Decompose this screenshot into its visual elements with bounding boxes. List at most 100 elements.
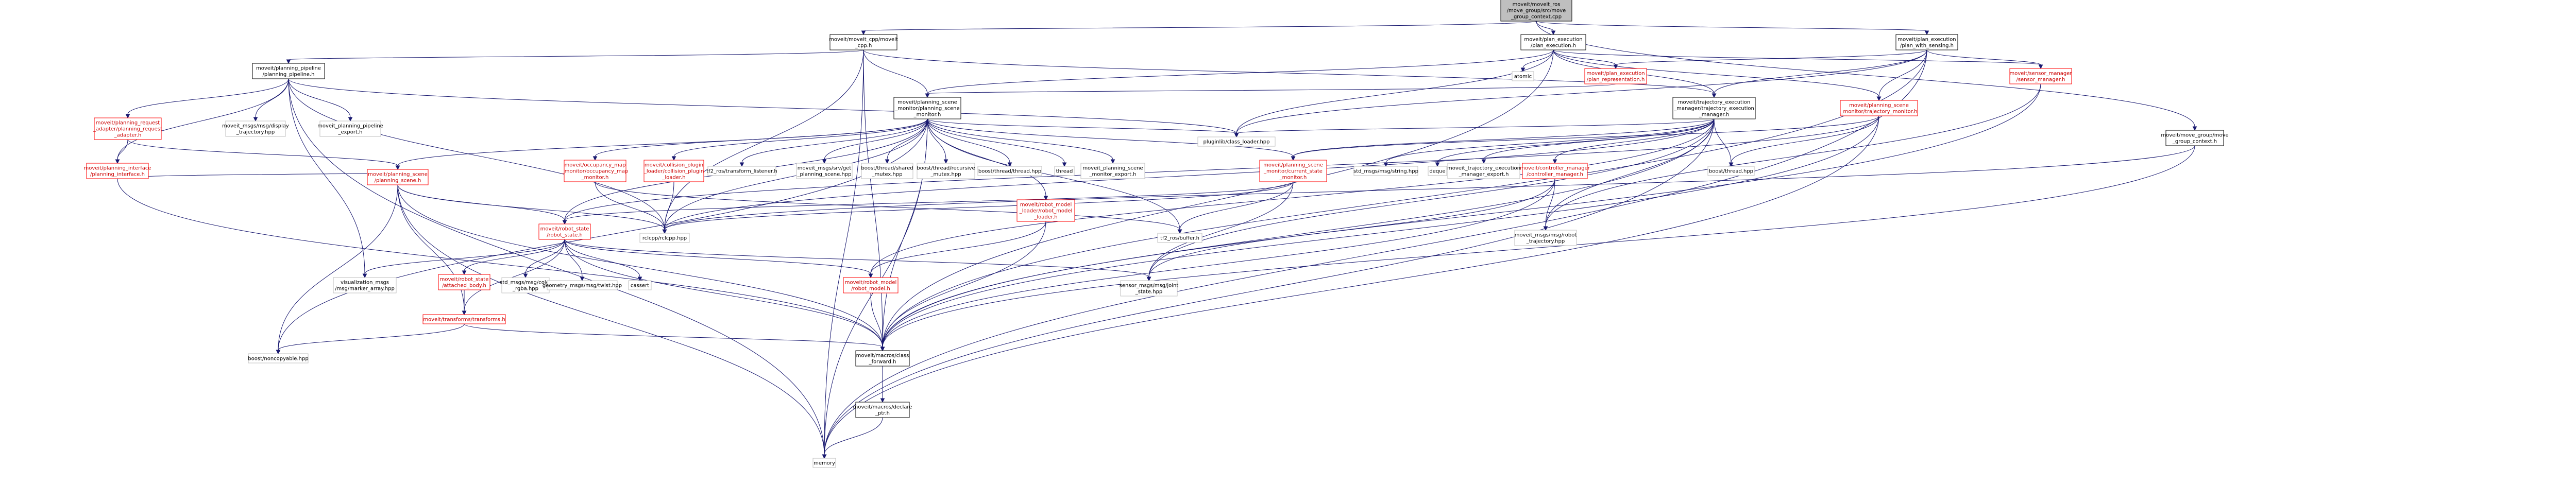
- node-deque[interactable]: deque: [1428, 166, 1447, 176]
- node-pplexp[interactable]: moveit_planning_pipeline_export.h: [317, 120, 383, 137]
- node-planexec[interactable]: moveit/plan_execution/plan_execution.h: [1520, 34, 1586, 50]
- node-label-line: /sensor_manager.h: [2016, 77, 2065, 83]
- edge-psm-to-bsmutex: [885, 118, 928, 164]
- edge-rs-to-sensjs: [564, 239, 1151, 282]
- node-thread[interactable]: thread: [1054, 166, 1075, 176]
- edge-rs-to-stdcolor: [523, 239, 565, 279]
- edge-csm-to-rs: [562, 181, 1294, 225]
- node-sensjs[interactable]: sensor_msgs/msg/joint_state.hpp: [1120, 280, 1179, 297]
- node-box: [1054, 166, 1075, 176]
- node-vis[interactable]: visualization_msgs/msg/marker_array.hpp: [333, 277, 397, 293]
- node-occmon[interactable]: moveit/occupancy_map_monitor/occupancy_m…: [562, 160, 628, 182]
- node-atomic[interactable]: atomic: [1512, 71, 1534, 81]
- node-pi[interactable]: moveit/planning_interface/planning_inter…: [84, 163, 151, 179]
- node-classfwd[interactable]: moveit/macros/class_forward.h: [855, 350, 910, 367]
- node-label-line: _monitor/occupancy_map: [562, 169, 628, 175]
- node-label-line: moveit_msgs/srv/get: [798, 166, 852, 171]
- node-psm[interactable]: moveit/planning_scene_monitor/planning_s…: [893, 97, 961, 119]
- edge-pi-to-classfwd: [117, 178, 885, 352]
- node-label-line: memory: [814, 461, 835, 466]
- node-pra[interactable]: moveit/planning_request_adapter/planning…: [93, 117, 162, 140]
- node-mmpsh[interactable]: moveit_msgs/srv/get_planning_scene.hpp: [796, 163, 853, 179]
- node-label-line: _trajectory.hpp: [1526, 239, 1565, 245]
- node-noncopy[interactable]: boost/noncopyable.hpp: [248, 353, 309, 363]
- node-label-line: moveit/planning_scene: [368, 172, 428, 178]
- node-sensmgr[interactable]: moveit/sensor_manager/sensor_manager.h: [2009, 68, 2072, 84]
- edge-planexecsense-to-tem: [1711, 49, 1927, 98]
- node-tforms[interactable]: moveit/transforms/transforms.h: [422, 314, 506, 324]
- node-tf2list[interactable]: tf2_ros/transform_listener.h: [706, 166, 777, 176]
- node-label-line: moveit/planning_pipeline: [256, 66, 321, 72]
- node-bsmutex[interactable]: boost/thread/shared_mutex.hpp: [861, 163, 913, 179]
- node-bthreadhpp[interactable]: boost/thread/thread.hpp: [977, 166, 1042, 176]
- node-box: [333, 277, 397, 293]
- node-label-line: _monitor/trajectory_monitor.h: [1840, 109, 1918, 115]
- node-label-line: _adapter.h: [114, 133, 142, 139]
- edge-csm-to-tf2buf: [1177, 181, 1294, 234]
- edge-psm-to-tf2list: [739, 118, 928, 167]
- node-box: [1353, 166, 1418, 176]
- edge-planexec-to-atomic: [1520, 49, 1554, 73]
- node-mmdisp[interactable]: moveit_msgs/msg/display_trajectory.hpp: [222, 120, 289, 137]
- edge-tmon-to-classfwd: [880, 115, 1879, 352]
- node-mmrobtraj[interactable]: moveit_msgs/msg/robot_trajectory.hpp: [1514, 230, 1577, 246]
- node-label-line: _loader/collision_plugin: [643, 169, 704, 175]
- edge-ppl-to-pluginlib: [288, 78, 1239, 138]
- node-label-line: moveit/macros/class: [856, 353, 909, 359]
- node-bthread[interactable]: boost/thread.hpp: [1707, 166, 1755, 176]
- node-label-line: moveit/robot_state: [540, 227, 589, 232]
- node-box: [94, 117, 162, 140]
- node-label-line: visualization_msgs: [341, 280, 389, 286]
- node-root[interactable]: moveit/moveit_ros/move_group/src/move_gr…: [1500, 0, 1572, 22]
- node-label-line: _loader.h: [1033, 215, 1057, 220]
- edge-ps-to-rs: [397, 184, 567, 225]
- node-tmon[interactable]: moveit/planning_scene_monitor/trajectory…: [1840, 100, 1918, 116]
- edge-mcpp-to-classfwd: [863, 49, 885, 352]
- node-tem[interactable]: moveit/trajectory_execution_manager/traj…: [1672, 97, 1756, 119]
- node-label-line: boost/noncopyable.hpp: [248, 356, 308, 362]
- node-box: [1016, 199, 1075, 222]
- node-pluginlib[interactable]: pluginlib/class_loader.hpp: [1197, 136, 1276, 147]
- node-mgctx[interactable]: moveit/move_group/move_group_context.h: [2161, 130, 2229, 146]
- node-stdcolor[interactable]: std_msgs/msg/color_rgba.hpp: [500, 277, 552, 293]
- node-box: [1447, 163, 1520, 179]
- node-memory[interactable]: memory: [812, 458, 836, 468]
- node-box: [248, 353, 309, 363]
- node-label-line: moveit/collision_plugin: [645, 163, 703, 168]
- node-csm[interactable]: moveit/planning_scene_monitor/current_st…: [1259, 160, 1327, 182]
- node-abody[interactable]: moveit/robot_state/attached_body.h: [438, 274, 490, 290]
- node-stdstring[interactable]: std_msgs/msg/string.hpp: [1353, 166, 1418, 176]
- node-geotwist[interactable]: geometry_msgs/msg/twist.hpp: [543, 280, 622, 290]
- node-planrep[interactable]: moveit/plan_execution/plan_representatio…: [1584, 68, 1647, 84]
- node-cassert[interactable]: cassert: [628, 280, 652, 290]
- node-rmloader[interactable]: moveit/robot_model_loader/robot_model_lo…: [1016, 199, 1075, 222]
- node-ppl[interactable]: moveit/planning_pipeline/planning_pipeli…: [252, 63, 325, 79]
- node-mcpp[interactable]: moveit/moveit_cpp/moveit_cpp.h: [829, 34, 898, 50]
- node-rs[interactable]: moveit/robot_state/robot_state.h: [538, 223, 591, 240]
- node-label-line: moveit/robot_model: [845, 280, 897, 286]
- node-tf2buf[interactable]: tf2_ros/buffer.h: [1157, 233, 1202, 243]
- edge-tmon-to-bthread: [1728, 115, 1879, 167]
- node-cm[interactable]: moveit/controller_manager/controller_man…: [1520, 163, 1590, 179]
- node-declptr[interactable]: moveit/macros/declare_ptr.h: [853, 402, 912, 418]
- node-label-line: _manager.h: [1699, 112, 1730, 118]
- edge-csm-to-rclcpp: [662, 181, 1294, 234]
- node-label-line: moveit/robot_state: [440, 277, 489, 283]
- node-box: [977, 166, 1042, 176]
- node-box: [225, 120, 286, 137]
- graph-nodes: moveit/moveit_ros/move_group/src/move_gr…: [84, 0, 2229, 468]
- node-psmexp[interactable]: moveit_planning_scene_monitor_export.h: [1080, 163, 1145, 179]
- node-temexp[interactable]: moveit_trajectory_execution_manager_expo…: [1447, 163, 1520, 179]
- node-brmutex[interactable]: boost/thread/recursive_mutex.hpp: [917, 163, 975, 179]
- node-planexecsense[interactable]: moveit/plan_execution/plan_with_sensing.…: [1895, 34, 1958, 50]
- node-box: [564, 160, 626, 182]
- node-rclcpp[interactable]: rclcpp/rclcpp.hpp: [639, 233, 690, 243]
- node-ps[interactable]: moveit/planning_scene/planning_scene.h: [367, 169, 429, 185]
- edge-ppl-to-mmdisp: [253, 78, 289, 122]
- edge-root-to-mcpp: [861, 21, 1537, 36]
- node-rmodel[interactable]: moveit/robot_model/robot_model.h: [843, 277, 899, 293]
- node-label-line: std_msgs/msg/string.hpp: [1353, 169, 1418, 175]
- node-label-line: /attached_body.h: [442, 283, 486, 289]
- edge-mcpp-to-ppl: [286, 49, 864, 64]
- node-colplug[interactable]: moveit/collision_plugin_loader/collision…: [643, 160, 704, 182]
